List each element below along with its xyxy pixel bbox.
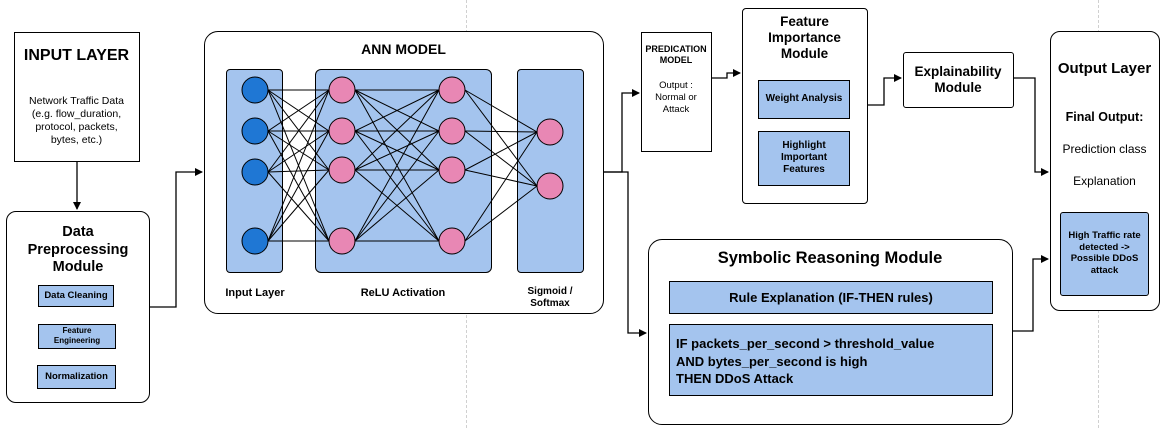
nn-edge [267, 169, 330, 173]
prediction-model-title: PREDICATION MODEL [645, 44, 707, 65]
nn-edge [354, 89, 440, 171]
explainability-box: Explainability Module [903, 52, 1014, 108]
nn-edge [464, 185, 538, 242]
nn-edge [267, 130, 330, 171]
hidden1-node-2 [328, 117, 356, 145]
hidden2-node-3 [438, 156, 466, 184]
output-explanation: Explanation [1073, 174, 1136, 188]
arrow-explainability-to-output [1014, 77, 1049, 176]
input-node-2 [241, 117, 269, 145]
nn-edge [354, 89, 440, 132]
output-node-1 [536, 118, 564, 146]
symbolic-reasoning-title: Symbolic Reasoning Module [717, 249, 943, 267]
nn-connections [267, 89, 538, 242]
arrow-preprocessing-to-ann [150, 168, 203, 308]
nn-edge [267, 130, 330, 242]
nn-nodes [241, 76, 564, 255]
rule-line-3: THEN DDoS Attack [676, 371, 794, 386]
arrow-ann-to-prediction [604, 89, 640, 173]
arrow-symbolic-to-output [1013, 255, 1049, 332]
nn-edge [464, 89, 538, 187]
feature-importance-title: Feature Importance Module [768, 14, 841, 61]
input-layer-title: INPUT LAYER [23, 47, 130, 64]
input-node-1 [241, 76, 269, 104]
preprocessing-title: Data Preprocessing Module [27, 224, 129, 275]
nn-edge [267, 169, 330, 242]
prediction-model-output: Output : Normal or Attack [655, 80, 697, 115]
arrow-feature-to-explainability [868, 74, 902, 106]
nn-edge [464, 130, 538, 187]
ann-output-layer-panel [517, 69, 584, 273]
ann-model-title: ANN MODEL [361, 41, 446, 57]
explainability-title: Explainability Module [914, 64, 1002, 95]
nn-edge [464, 131, 538, 171]
preprocess-item-feature-engineering: Feature Engineering [38, 324, 116, 349]
output-prediction-class: Prediction class [1062, 142, 1147, 156]
output-layer-title: Output Layer [1057, 60, 1152, 77]
preprocessing-box: Data Preprocessing Module [6, 211, 150, 403]
ann-output-layer-label: Sigmoid / Softmax [527, 286, 573, 309]
hidden2-node-2 [438, 117, 466, 145]
input-node-4 [241, 227, 269, 255]
output-final-label: Final Output: [1065, 110, 1144, 124]
ann-hidden-layer-label: ReLU Activation [360, 287, 446, 299]
input-layer-box: INPUT LAYER Network Traffic Data (e.g. f… [14, 32, 140, 162]
nn-edge [267, 171, 330, 242]
preprocess-item-normalization: Normalization [37, 365, 116, 389]
nn-edge [464, 169, 538, 187]
nn-edge [267, 89, 330, 242]
feature-weight-analysis: Weight Analysis [758, 80, 850, 119]
output-ddos-alert: High Traffic rate detected -> Possible D… [1060, 212, 1149, 296]
output-node-2 [536, 172, 564, 200]
nn-edge [464, 89, 538, 133]
hidden1-node-1 [328, 76, 356, 104]
arrow-ann-to-symbolic [604, 171, 647, 337]
hidden2-node-4 [438, 227, 466, 255]
nn-edge [267, 89, 330, 132]
preprocess-item-data-cleaning: Data Cleaning [38, 285, 114, 307]
rule-explanation-header: Rule Explanation (IF-THEN rules) [669, 281, 993, 314]
input-node-3 [241, 158, 269, 186]
nn-edge [354, 89, 440, 242]
nn-edge [464, 130, 538, 133]
nn-edge [267, 89, 330, 171]
input-layer-desc: Network Traffic Data (e.g. flow_duration… [29, 95, 124, 146]
feature-highlight-important: Highlight Important Features [758, 131, 850, 186]
nn-edge [267, 130, 330, 173]
prediction-model-box: PREDICATION MODEL Output : Normal or Att… [641, 32, 712, 152]
nn-edge [354, 130, 440, 171]
nn-edge [354, 169, 440, 242]
nn-edge [267, 89, 330, 173]
hidden2-node-1 [438, 76, 466, 104]
rule-text-panel: IF packets_per_second > threshold_value … [669, 324, 993, 396]
ann-input-layer-label: Input Layer [225, 287, 285, 299]
hidden1-node-3 [328, 156, 356, 184]
hidden1-node-4 [328, 227, 356, 255]
rule-line-2: AND bytes_per_second is high [676, 353, 868, 369]
arrow-prediction-to-feature [712, 69, 741, 79]
nn-edge [354, 130, 440, 242]
nn-edge [464, 131, 538, 242]
rule-line-1: IF packets_per_second > threshold_value [676, 336, 935, 351]
